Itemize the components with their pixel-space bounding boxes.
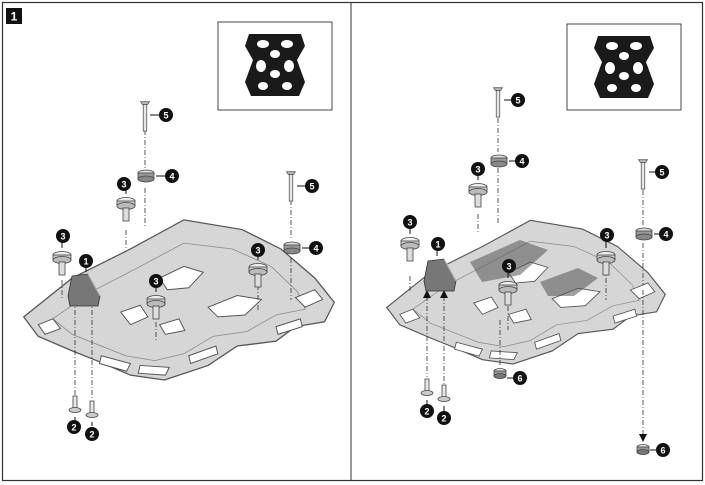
svg-text:2: 2	[89, 429, 94, 439]
left-bushing-4-a	[137, 169, 155, 183]
svg-text:5: 5	[309, 181, 314, 191]
svg-text:5: 5	[163, 110, 168, 120]
left-callout-3-a: 3	[117, 177, 131, 191]
left-knob-3-b	[52, 251, 72, 276]
left-callout-3-c: 3	[251, 243, 265, 257]
right-arrows	[423, 290, 647, 442]
left-callout-3-b: 3	[56, 229, 70, 243]
step-number-text: 1	[11, 10, 18, 24]
svg-text:6: 6	[517, 373, 522, 383]
left-knob-3-a	[116, 197, 136, 222]
right-panel: 5 4 3 5 3 1 3 3 4 6 2 2 6	[386, 23, 682, 457]
right-callout-5-b: 5	[655, 165, 669, 179]
left-callout-leaders	[61, 114, 310, 426]
right-callout-3-d: 3	[600, 228, 614, 242]
left-bushing-4-b	[283, 241, 301, 255]
svg-text:3: 3	[255, 245, 260, 255]
left-screw-2-b	[85, 400, 99, 418]
right-screw-2-a	[420, 378, 434, 396]
right-inset-box	[566, 23, 682, 111]
svg-text:2: 2	[71, 422, 76, 432]
svg-text:5: 5	[659, 167, 664, 177]
right-inset-silhouette	[594, 36, 654, 98]
right-bushing-4-b	[635, 227, 653, 241]
left-callout-4-a: 4	[165, 169, 179, 183]
left-screw-2-a	[68, 395, 82, 413]
right-callout-leaders	[409, 99, 660, 451]
svg-text:2: 2	[424, 406, 429, 416]
left-inset-silhouette	[245, 34, 305, 96]
right-callout-5-a: 5	[511, 93, 525, 107]
svg-text:3: 3	[153, 276, 158, 286]
svg-text:3: 3	[60, 231, 65, 241]
left-panel: 5 4 3 5 3 1 3 4 3 2 2	[23, 21, 335, 441]
right-callout-1: 1	[431, 237, 445, 251]
svg-text:2: 2	[441, 413, 446, 423]
right-nut-6-a	[493, 368, 507, 379]
right-callout-2-a: 2	[420, 404, 434, 418]
svg-text:3: 3	[475, 164, 480, 174]
svg-text:5: 5	[515, 95, 520, 105]
svg-text:4: 4	[519, 156, 524, 166]
svg-text:1: 1	[435, 239, 440, 249]
left-callout-4-b: 4	[309, 241, 323, 255]
svg-text:4: 4	[663, 229, 668, 239]
right-callout-4-a: 4	[515, 154, 529, 168]
right-screw-5-b	[638, 159, 648, 190]
right-screw-2-b	[437, 384, 451, 402]
left-callout-3-d: 3	[149, 274, 163, 288]
right-knob-3-a	[468, 183, 488, 208]
right-bushing-4-a	[490, 154, 508, 168]
left-screw-5-b	[286, 171, 296, 202]
right-assembly-lines	[409, 118, 644, 437]
right-callout-3-a: 3	[471, 162, 485, 176]
left-callout-5-b: 5	[305, 179, 319, 193]
svg-text:3: 3	[604, 230, 609, 240]
right-callout-4-b: 4	[659, 227, 673, 241]
svg-text:3: 3	[407, 217, 412, 227]
right-callout-6-b: 6	[656, 443, 670, 457]
right-callout-2-b: 2	[437, 411, 451, 425]
right-nut-6-b	[636, 444, 650, 455]
svg-text:4: 4	[169, 171, 174, 181]
svg-text:3: 3	[121, 179, 126, 189]
left-callout-2-a: 2	[67, 420, 81, 434]
svg-text:3: 3	[506, 261, 511, 271]
right-callout-6-a: 6	[513, 371, 527, 385]
left-assembly-lines	[61, 130, 292, 400]
svg-text:1: 1	[83, 256, 88, 266]
left-callout-2-b: 2	[85, 427, 99, 441]
right-screw-5-a	[493, 87, 503, 118]
step-number-badge: 1	[6, 8, 22, 24]
right-callout-3-c: 3	[502, 259, 516, 273]
right-callout-3-b: 3	[403, 215, 417, 229]
svg-text:6: 6	[660, 445, 665, 455]
svg-text:4: 4	[313, 243, 318, 253]
right-knob-3-b	[400, 237, 420, 262]
left-callout-5-a: 5	[159, 108, 173, 122]
left-screw-5-a	[140, 101, 150, 132]
right-rack-plate	[386, 219, 666, 365]
left-inset-box	[217, 21, 333, 111]
left-callout-1: 1	[79, 254, 93, 268]
